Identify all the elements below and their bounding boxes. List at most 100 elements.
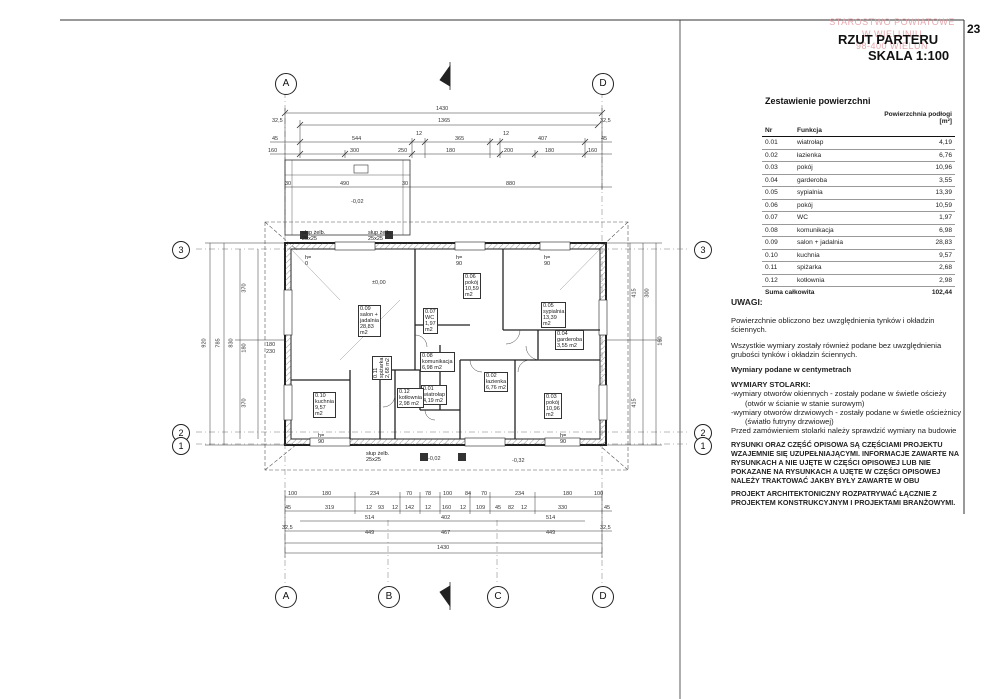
dim-inner-top: 1365 bbox=[438, 118, 451, 124]
dim-bottom-12-e: 12 bbox=[521, 505, 528, 511]
dim-30-b: 30 bbox=[402, 181, 409, 187]
note-2: Wszystkie wymiary zostały również podane… bbox=[731, 340, 942, 359]
dim-left-830: 830 bbox=[228, 338, 235, 348]
dim-bottom-180-b: 180 bbox=[563, 491, 573, 497]
page-number: 23 bbox=[967, 22, 981, 36]
level-entry: -0,02 bbox=[428, 456, 441, 462]
area-row-nr: 0.09 bbox=[762, 236, 794, 250]
area-row-value: 3,55 bbox=[877, 174, 955, 187]
dim-160-tl: 160 bbox=[268, 148, 278, 154]
area-row-value: 13,39 bbox=[877, 186, 955, 200]
dim-180-top-a: 180 bbox=[446, 148, 456, 154]
dim-right-415-b: 415 bbox=[631, 398, 638, 408]
height-label-c: h= 90 bbox=[544, 255, 551, 267]
axis-bubble-d-top: D bbox=[592, 73, 614, 95]
dim-bottom-70-b: 70 bbox=[481, 491, 488, 497]
axis-bubble-d-bottom: D bbox=[592, 586, 614, 608]
area-row-value: 10,59 bbox=[877, 199, 955, 212]
dim-right-300-a: 300 bbox=[644, 288, 651, 298]
area-row-function: WC bbox=[794, 211, 877, 225]
area-row-function: sypialnia bbox=[794, 186, 877, 200]
area-row-function: spiżarka bbox=[794, 261, 877, 275]
area-row-nr: 0.10 bbox=[762, 249, 794, 262]
area-row-value: 2,98 bbox=[877, 274, 955, 287]
dim-407-top: 407 bbox=[538, 136, 548, 142]
dim-200-top: 200 bbox=[504, 148, 514, 154]
dim-325-tr: 32,5 bbox=[600, 118, 611, 124]
dim-365-top: 365 bbox=[455, 136, 465, 142]
drawing-title: RZUT PARTERU SKALA 1:100 bbox=[838, 32, 949, 64]
stamp-line-2: W WIELUNIU bbox=[862, 29, 922, 39]
stolarka-2b: (światło futryny drzwiowej) bbox=[745, 417, 834, 427]
area-row-nr: 0.08 bbox=[762, 224, 794, 237]
height-label-b: h= 90 bbox=[456, 255, 463, 267]
dim-325-tl: 32,5 bbox=[272, 118, 283, 124]
dim-250-top: 250 bbox=[398, 148, 408, 154]
dim-left-180: 180 bbox=[241, 343, 248, 353]
dim-bottom-45-r: 45 bbox=[604, 505, 611, 511]
columns bbox=[300, 231, 466, 461]
axis-bubble-3-right: 3 bbox=[694, 241, 712, 259]
level-salon: ±0,00 bbox=[372, 280, 386, 286]
area-row-nr: 0.05 bbox=[762, 186, 794, 200]
dim-12-top-b: 12 bbox=[503, 131, 510, 137]
area-row-function: kotłownia bbox=[794, 274, 877, 287]
area-row-function: salon + jadalnia bbox=[794, 236, 877, 250]
axis-bubble-a-bottom: A bbox=[275, 586, 297, 608]
note-1: Powierzchnie obliczono bez uwzględnienia… bbox=[731, 316, 935, 335]
dim-bottom-82: 82 bbox=[508, 505, 515, 511]
stamp-line-1: STAROSTWO POWIATOWE bbox=[829, 17, 955, 27]
area-row-value: 10,96 bbox=[877, 161, 955, 175]
dim-bottom-180-a: 180 bbox=[322, 491, 332, 497]
dim-bottom-100-a: 100 bbox=[288, 491, 298, 497]
area-row-value: 6,98 bbox=[877, 224, 955, 237]
dim-left-785: 785 bbox=[215, 338, 222, 348]
stolarka-1b: (otwór w ścianie w stanie surowym) bbox=[745, 398, 865, 408]
dim-880: 880 bbox=[506, 181, 516, 187]
area-row-nr: 0.04 bbox=[762, 174, 794, 187]
area-table: Powierzchnia podłogi [m²] Nr Funkcja 0.0… bbox=[762, 110, 955, 299]
notes-block: UWAGI: Powierzchnie obliczono bez uwzglę… bbox=[731, 297, 963, 513]
dim-bottom-319: 319 bbox=[325, 505, 335, 511]
dim-45-tl: 45 bbox=[272, 136, 279, 142]
dim-12-top-a: 12 bbox=[416, 131, 423, 137]
area-row-function: garderoba bbox=[794, 174, 877, 187]
height-label-a: h= 0 bbox=[305, 255, 312, 267]
area-row-nr: 0.01 bbox=[762, 136, 794, 150]
roof-outline bbox=[264, 221, 629, 471]
dim-left-230: 230 bbox=[266, 349, 276, 355]
caps-note-2: PROJEKT ARCHITEKTONICZNY ROZPATRYWAĆ ŁĄC… bbox=[731, 489, 956, 508]
dim-bottom-total: 1430 bbox=[437, 545, 450, 551]
dim-bottom-234-a: 234 bbox=[370, 491, 380, 497]
sum-value: 102,44 bbox=[931, 289, 952, 297]
caps-note-1: RYSUNKI ORAZ CZĘŚĆ OPISOWA SĄ CZĘŚCIAMI … bbox=[731, 440, 959, 485]
stolarka-3: Przed zamówieniem stolarki należy sprawd… bbox=[731, 426, 957, 436]
height-label-d: h= 90 bbox=[560, 433, 567, 445]
bottom-dimensions bbox=[284, 490, 612, 558]
area-row-value: 2,68 bbox=[877, 261, 955, 275]
area-col-header: Powierzchnia podłogi [m²] bbox=[884, 111, 952, 125]
area-row-function: kuchnia bbox=[794, 249, 877, 262]
area-table-title: Zestawienie powierzchni bbox=[765, 96, 871, 106]
door-swings bbox=[382, 329, 541, 421]
dim-bottom-449-a: 449 bbox=[365, 530, 375, 536]
nr-col-header: Nr bbox=[762, 126, 794, 137]
stolarka-heading: WYMIARY STOLARKI: bbox=[731, 380, 811, 390]
